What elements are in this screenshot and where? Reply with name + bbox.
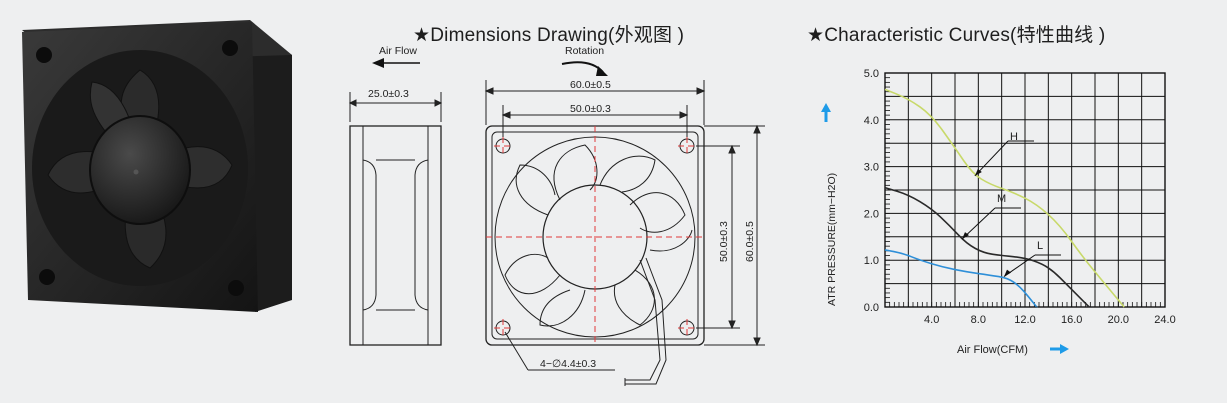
x-tick-label: 12.0: [1014, 314, 1035, 326]
curve-label-L: L: [1037, 240, 1043, 252]
y-tick-label: 1.0: [864, 255, 879, 267]
air-flow-label: Air Flow: [379, 45, 417, 57]
chart-minor-ticks: [884, 72, 1166, 308]
outer-height-dimension: 60.0±0.5: [744, 221, 756, 262]
y-axis-label: ATR PRESSURE(mm−H2O): [826, 173, 838, 306]
x-axis-label: Air Flow(CFM): [957, 344, 1028, 356]
curve-L: [884, 249, 1038, 308]
characteristic-curves-chart: 0.0 1.0 2.0 3.0 4.0 5.0 4.0 8.0 12.0 16.0 20.0 24.…: [821, 68, 1176, 356]
curve-label-arrow-M: [962, 232, 969, 240]
y-tick-label: 4.0: [864, 115, 879, 127]
hole-spacing-v-dimension: 50.0±0.3: [718, 221, 730, 262]
curve-label-H: H: [1010, 131, 1018, 143]
dimensions-title: ★Dimensions Drawing(外观图 ): [413, 25, 685, 46]
curve-H: [884, 88, 1125, 308]
y-tick-label: 5.0: [864, 68, 879, 80]
y-axis-arrow-icon: [821, 103, 831, 122]
curve-label-leader-H: [974, 140, 1009, 177]
rotation-arrow-icon: [561, 61, 608, 76]
depth-dimension: 25.0±0.3: [368, 88, 409, 100]
y-tick-label: 0.0: [864, 302, 879, 314]
chart-grid: [884, 72, 1166, 308]
x-tick-label: 4.0: [924, 314, 939, 326]
curve-label-M: M: [997, 193, 1006, 205]
side-view: [348, 92, 443, 346]
dimensions-drawing: Air Flow 25.0±0.3 Rotation 60.0±0.5 50.0…: [348, 45, 765, 386]
centerlines: [486, 126, 704, 345]
curve-label-leader-M: [961, 207, 996, 240]
x-tick-label: 8.0: [971, 314, 986, 326]
x-tick-label: 24.0: [1154, 314, 1175, 326]
outer-width-dimension: 60.0±0.5: [570, 79, 611, 91]
curve-label-arrow-L: [1004, 269, 1011, 277]
curve-M: [884, 186, 1090, 308]
fan-product-image: [22, 20, 292, 312]
x-axis-arrow-icon: [1050, 344, 1069, 354]
x-tick-label: 16.0: [1061, 314, 1082, 326]
y-tick-label: 2.0: [864, 208, 879, 220]
curves-title: ★Characteristic Curves(特性曲线 ): [807, 25, 1106, 46]
x-tick-label: 20.0: [1108, 314, 1129, 326]
hole-spacing-h-dimension: 50.0±0.3: [570, 103, 611, 115]
holes-callout: 4−∅4.4±0.3: [540, 358, 596, 370]
air-flow-arrow-icon: [372, 58, 420, 68]
y-tick-label: 3.0: [864, 162, 879, 174]
curve-label-arrow-H: [974, 168, 982, 176]
rotation-label: Rotation: [565, 45, 604, 57]
